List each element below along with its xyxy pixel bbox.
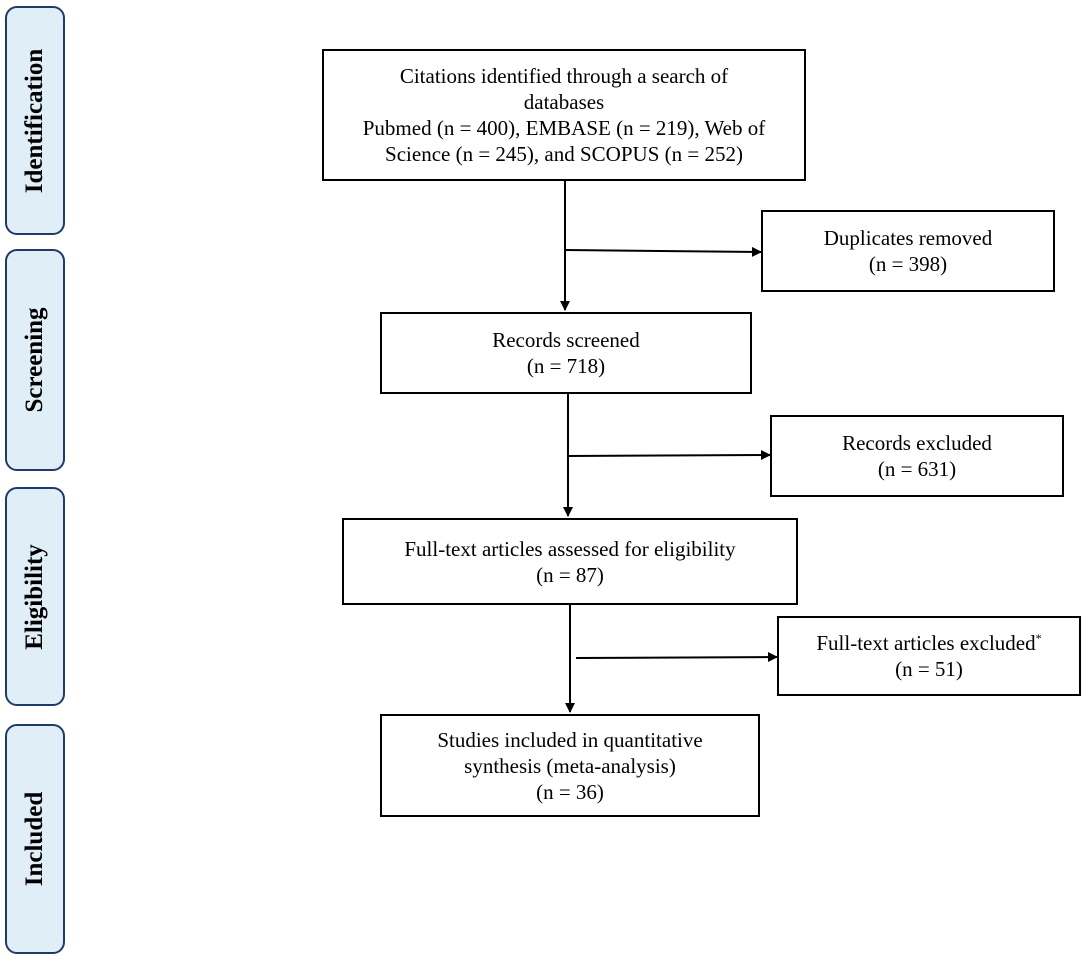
box-line: synthesis (meta-analysis) — [464, 753, 676, 778]
box-line-text: Full-text articles excluded — [816, 631, 1036, 655]
box-duplicates-removed: Duplicates removed (n = 398) — [761, 210, 1055, 292]
box-line: Duplicates removed — [823, 226, 993, 250]
arrow-to-records-excluded — [567, 450, 771, 461]
box-line: (n = 87) — [536, 562, 604, 587]
arrow-to-fulltext-excluded — [575, 652, 778, 663]
box-records-excluded: Records excluded (n = 631) — [770, 415, 1064, 497]
stage-eligibility: Eligibility — [5, 487, 65, 706]
stage-identification: Identification — [5, 6, 65, 235]
box-studies-included: Studies included in quantitative synthes… — [380, 714, 760, 817]
arrow-to-duplicates — [564, 246, 762, 257]
box-line: (n = 718) — [526, 354, 606, 378]
box-line: Records excluded — [842, 431, 992, 455]
box-line: (n = 631) — [877, 457, 957, 481]
box-records-screened: Records screened (n = 718) — [380, 312, 752, 394]
box-line: Pubmed (n = 400), EMBASE (n = 219), Web … — [362, 116, 766, 140]
box-fulltext-excluded: Full-text articles excluded* (n = 51) — [777, 616, 1081, 696]
box-line: Science (n = 245), and SCOPUS (n = 252) — [385, 142, 743, 166]
stage-screening: Screening — [5, 249, 65, 471]
box-line: (n = 398) — [868, 252, 948, 276]
box-line: (n = 51) — [895, 657, 963, 681]
box-citations-identified: Citations identified through a search of… — [322, 49, 806, 181]
box-line: Records screened — [492, 328, 640, 352]
box-fulltext-assessed: Full-text articles assessed for eligibil… — [342, 518, 798, 605]
stage-included: Included — [5, 724, 65, 954]
box-line: (n = 36) — [536, 779, 604, 804]
footnote-mark: * — [1035, 631, 1042, 645]
box-line: Studies included in quantitative — [437, 727, 703, 752]
box-line: Full-text articles assessed for eligibil… — [404, 536, 736, 561]
box-line: Citations identified through a search of — [399, 64, 729, 88]
box-line: databases — [523, 90, 605, 114]
box-line: Full-text articles excluded* — [816, 630, 1041, 656]
